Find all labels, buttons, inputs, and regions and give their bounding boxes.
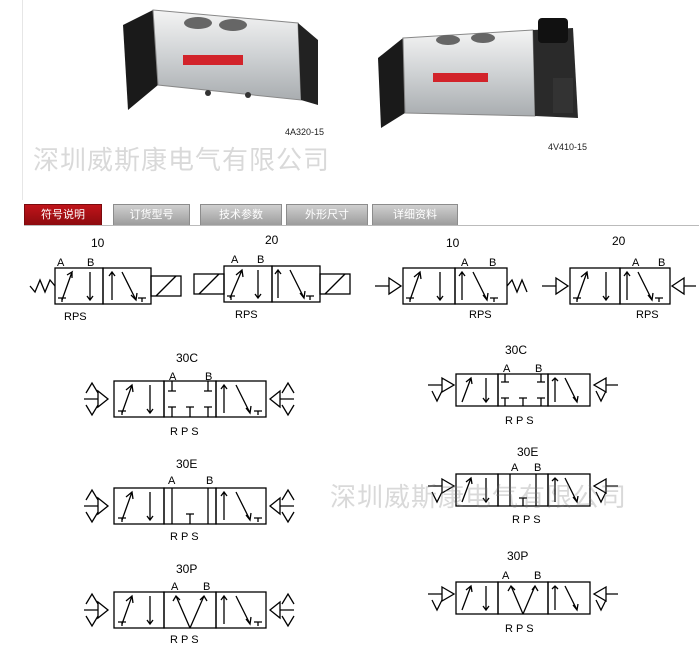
product-caption-right: 4V410-15 [548, 142, 588, 152]
symbol-10-right: 10 A B RPS [375, 236, 528, 321]
svg-text:B: B [534, 462, 541, 474]
svg-text:B: B [534, 570, 541, 582]
svg-text:B: B [205, 371, 212, 383]
tab-tech-params[interactable]: 技术参数 [200, 204, 282, 226]
svg-text:R P S: R P S [170, 634, 199, 646]
tab-bar: 符号说明 订货型号 技术参数 外形尺寸 详细资料 [24, 204, 699, 226]
symbol-20-left: 20 A B RPS [193, 233, 351, 321]
svg-text:R P S: R P S [170, 531, 199, 543]
symbol-title: 10 [91, 236, 105, 250]
symbol-30c-left: 30C A B R P S [84, 351, 295, 438]
tab-details[interactable]: 详细资料 [372, 204, 458, 226]
svg-text:30E: 30E [517, 445, 538, 459]
valve-photo-4a320[interactable] [113, 5, 333, 120]
symbol-10-left: 10 A B RPS [29, 236, 182, 323]
symbol-30p-right: 30P A B R P S [428, 549, 618, 635]
symbol-20-right: 20 A B RPS [542, 234, 696, 321]
svg-text:B: B [535, 363, 542, 375]
svg-text:B: B [257, 254, 264, 266]
svg-text:20: 20 [612, 234, 626, 248]
symbol-30e-right: 30E A B R P S [428, 445, 618, 526]
svg-text:RPS: RPS [469, 309, 492, 321]
svg-text:B: B [489, 257, 496, 269]
svg-text:B: B [203, 581, 210, 593]
valve-photo-4v410[interactable] [373, 18, 603, 133]
svg-text:A: A [169, 371, 177, 383]
svg-text:30C: 30C [505, 343, 527, 357]
product-photo-area: 4A320-15 4V410-15 [22, 0, 699, 200]
svg-text:R P S: R P S [170, 426, 199, 438]
svg-text:A: A [168, 475, 176, 487]
svg-text:A: A [503, 363, 511, 375]
svg-text:A: A [461, 257, 469, 269]
tab-dimensions[interactable]: 外形尺寸 [286, 204, 368, 226]
svg-text:B: B [206, 475, 213, 487]
tab-order-model[interactable]: 订货型号 [113, 204, 190, 226]
svg-text:R P S: R P S [505, 415, 534, 427]
svg-text:R P S: R P S [505, 623, 534, 635]
svg-text:10: 10 [446, 236, 460, 250]
watermark-middle: 深圳威斯康电气有限公司 [330, 482, 628, 512]
svg-text:30P: 30P [507, 549, 528, 563]
svg-text:B: B [87, 257, 94, 269]
symbol-30e-left: 30E A B R P S [84, 457, 295, 543]
tab-underline [24, 225, 699, 226]
symbol-30c-right: 30C A B R P S [428, 343, 618, 427]
svg-text:20: 20 [265, 233, 279, 247]
svg-text:RPS: RPS [64, 311, 87, 323]
svg-text:RPS: RPS [636, 309, 659, 321]
svg-text:30E: 30E [176, 457, 197, 471]
svg-text:A: A [502, 570, 510, 582]
svg-text:30P: 30P [176, 562, 197, 576]
svg-text:30C: 30C [176, 351, 198, 365]
watermark-top: 深圳威斯康电气有限公司 [33, 145, 331, 175]
svg-text:R P S: R P S [512, 514, 541, 526]
svg-text:A: A [511, 462, 519, 474]
svg-text:A: A [57, 257, 65, 269]
svg-text:B: B [658, 257, 665, 269]
product-caption-left: 4A320-15 [285, 127, 325, 137]
tab-symbol-description[interactable]: 符号说明 [24, 204, 102, 226]
svg-text:RPS: RPS [235, 309, 258, 321]
symbol-30p-left: 30P A B R P S [84, 562, 295, 646]
svg-text:A: A [632, 257, 640, 269]
svg-text:A: A [171, 581, 179, 593]
svg-text:A: A [231, 254, 239, 266]
